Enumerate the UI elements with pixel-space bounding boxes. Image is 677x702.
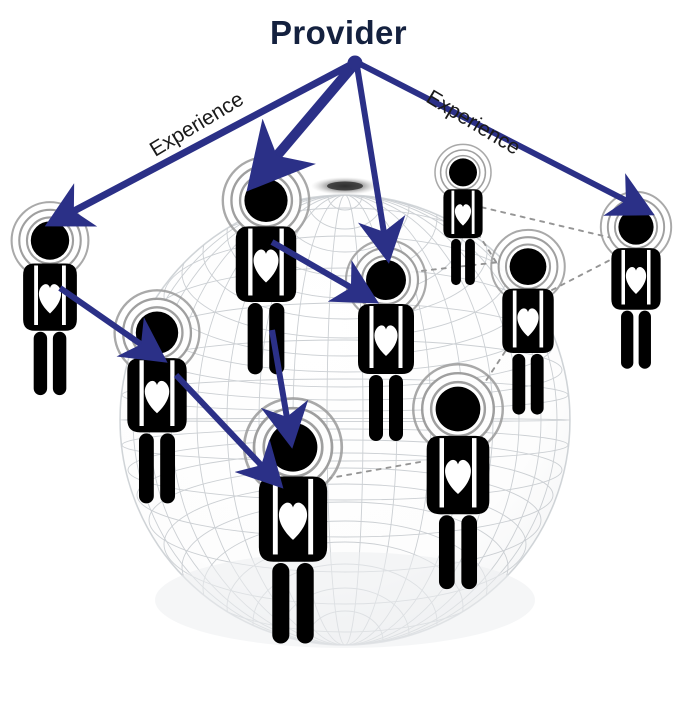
dashed-link-orange-olive bbox=[471, 204, 613, 239]
edge-provider-to-navy bbox=[246, 62, 357, 192]
provider-primary-edges bbox=[44, 55, 655, 264]
peer-experience-edges bbox=[58, 239, 380, 489]
edge-provider-to-olive bbox=[358, 61, 655, 216]
edge-navy-to-skyblue bbox=[260, 329, 309, 449]
edge-provider-to-crimson bbox=[44, 60, 354, 227]
edge-green-to-skyblue bbox=[173, 372, 284, 489]
edge-provider-to-sage bbox=[354, 65, 406, 264]
person-olive[interactable] bbox=[599, 190, 673, 370]
edge-crimson-to-green bbox=[58, 285, 168, 363]
page-title: Provider bbox=[269, 14, 408, 51]
provider-hub-node[interactable] bbox=[347, 55, 363, 71]
edge-navy-to-sage bbox=[270, 239, 380, 304]
dashed-link-brick-olive bbox=[551, 257, 615, 291]
